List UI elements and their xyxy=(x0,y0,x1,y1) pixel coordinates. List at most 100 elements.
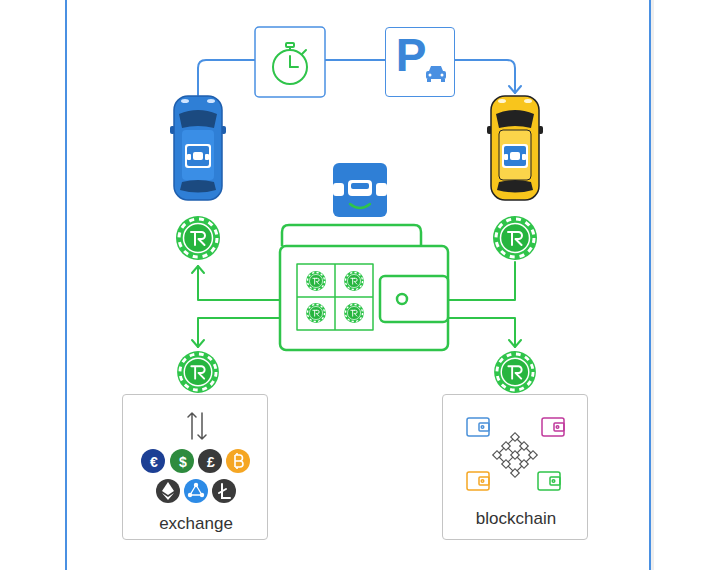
yellow-car xyxy=(497,180,533,193)
yellow-car xyxy=(524,99,532,103)
timer-icon xyxy=(289,47,291,50)
yellow-car xyxy=(498,99,506,103)
parking-car-icon xyxy=(429,74,432,77)
exchange-box: € $ £ exchange xyxy=(122,394,268,540)
network-icon xyxy=(493,451,501,459)
wallet-small-icons xyxy=(542,418,564,436)
wallet-icon xyxy=(297,296,373,298)
timer-icon xyxy=(255,27,325,97)
currency-coins xyxy=(200,493,204,497)
wallet-arrows xyxy=(192,266,204,273)
wallet-small-icons xyxy=(481,426,484,429)
wallet-small-icons xyxy=(467,418,489,436)
flow-line xyxy=(198,60,255,95)
yellow-car xyxy=(499,130,531,180)
timer-icon xyxy=(290,66,298,68)
card-frame xyxy=(66,0,654,570)
network-icon xyxy=(511,433,519,441)
wallet-coins xyxy=(306,303,326,323)
yellow-car xyxy=(491,96,539,200)
parking-car-icon xyxy=(427,79,431,82)
blue-car xyxy=(170,96,226,200)
wallet-coins xyxy=(344,271,364,291)
currency-coins xyxy=(235,453,243,469)
blue-car xyxy=(185,144,211,168)
wallet-small-icons xyxy=(542,418,564,436)
blue-car xyxy=(187,154,191,160)
blue-car xyxy=(193,152,203,160)
token-coins xyxy=(494,351,536,393)
blue-car xyxy=(180,180,216,193)
blue-car xyxy=(174,96,222,200)
timer-icon xyxy=(289,56,291,67)
wallet-arrows xyxy=(509,340,521,347)
network-icon xyxy=(506,446,524,464)
wallet-coins xyxy=(344,303,364,323)
wallet-small-icons xyxy=(467,472,489,490)
currency-symbol: $ xyxy=(179,455,187,469)
currency-symbol: € xyxy=(150,455,158,469)
currency-coins xyxy=(184,479,208,503)
card-frame xyxy=(66,0,650,570)
token-coins xyxy=(177,351,219,393)
swap-icon xyxy=(188,413,206,439)
wallet-small-icons xyxy=(467,472,489,490)
network-icon xyxy=(502,442,510,450)
currency-coins xyxy=(162,482,174,495)
parking-box: P xyxy=(385,27,455,97)
app-icon xyxy=(350,204,370,208)
yellow-car xyxy=(504,154,508,160)
wallet-arrows xyxy=(198,318,280,347)
blue-car xyxy=(187,146,209,166)
app-icon xyxy=(333,163,387,217)
currency-coins xyxy=(219,484,230,498)
blue-car xyxy=(179,110,217,128)
network-icon xyxy=(497,437,533,473)
yellow-car xyxy=(496,110,534,128)
wallet-small-icons xyxy=(467,418,489,436)
wallet-arrows xyxy=(448,262,515,300)
network-icon xyxy=(520,460,528,468)
app-icon xyxy=(333,183,344,196)
wallet-icon xyxy=(280,246,448,350)
blue-car xyxy=(181,99,189,103)
wallet-small-icons xyxy=(481,480,484,483)
wallet-small-icons xyxy=(467,418,564,490)
wallet-icon xyxy=(380,276,448,322)
blue-car xyxy=(205,154,209,160)
yellow-car xyxy=(502,144,528,168)
yellow-car xyxy=(504,146,526,166)
timer-icon xyxy=(302,50,306,54)
wallet-coins xyxy=(306,271,364,323)
box-label: blockchain xyxy=(476,510,556,527)
wallet-coins xyxy=(306,271,326,291)
wallet-small-icons xyxy=(538,472,560,490)
currency-coins xyxy=(188,493,192,497)
wallet-icon xyxy=(282,225,421,246)
wallet-arrows xyxy=(198,266,280,300)
wallet-small-icons xyxy=(538,472,560,490)
token-coins xyxy=(176,216,537,393)
network-icon xyxy=(511,451,519,459)
wallet-small-icons xyxy=(556,426,559,429)
wallet-small-icons xyxy=(550,477,560,485)
flow-line xyxy=(325,59,385,61)
flow-line xyxy=(509,86,521,93)
wallet-icon xyxy=(280,225,448,350)
currency-coins xyxy=(141,449,165,473)
swap-icon xyxy=(198,413,206,439)
parking-car-icon xyxy=(426,66,446,82)
currency-coins xyxy=(162,493,174,500)
currency-symbol: £ xyxy=(207,455,215,469)
wallet-arrows xyxy=(192,340,204,347)
wallet-icon xyxy=(397,294,407,304)
box-label: exchange xyxy=(159,515,233,532)
parking-car-icon xyxy=(441,79,445,82)
swap-icon xyxy=(188,413,196,439)
yellow-car xyxy=(487,96,543,200)
parking-car-icon xyxy=(441,74,444,77)
wallet-small-icons xyxy=(552,480,555,483)
wallet-icon xyxy=(297,264,373,330)
